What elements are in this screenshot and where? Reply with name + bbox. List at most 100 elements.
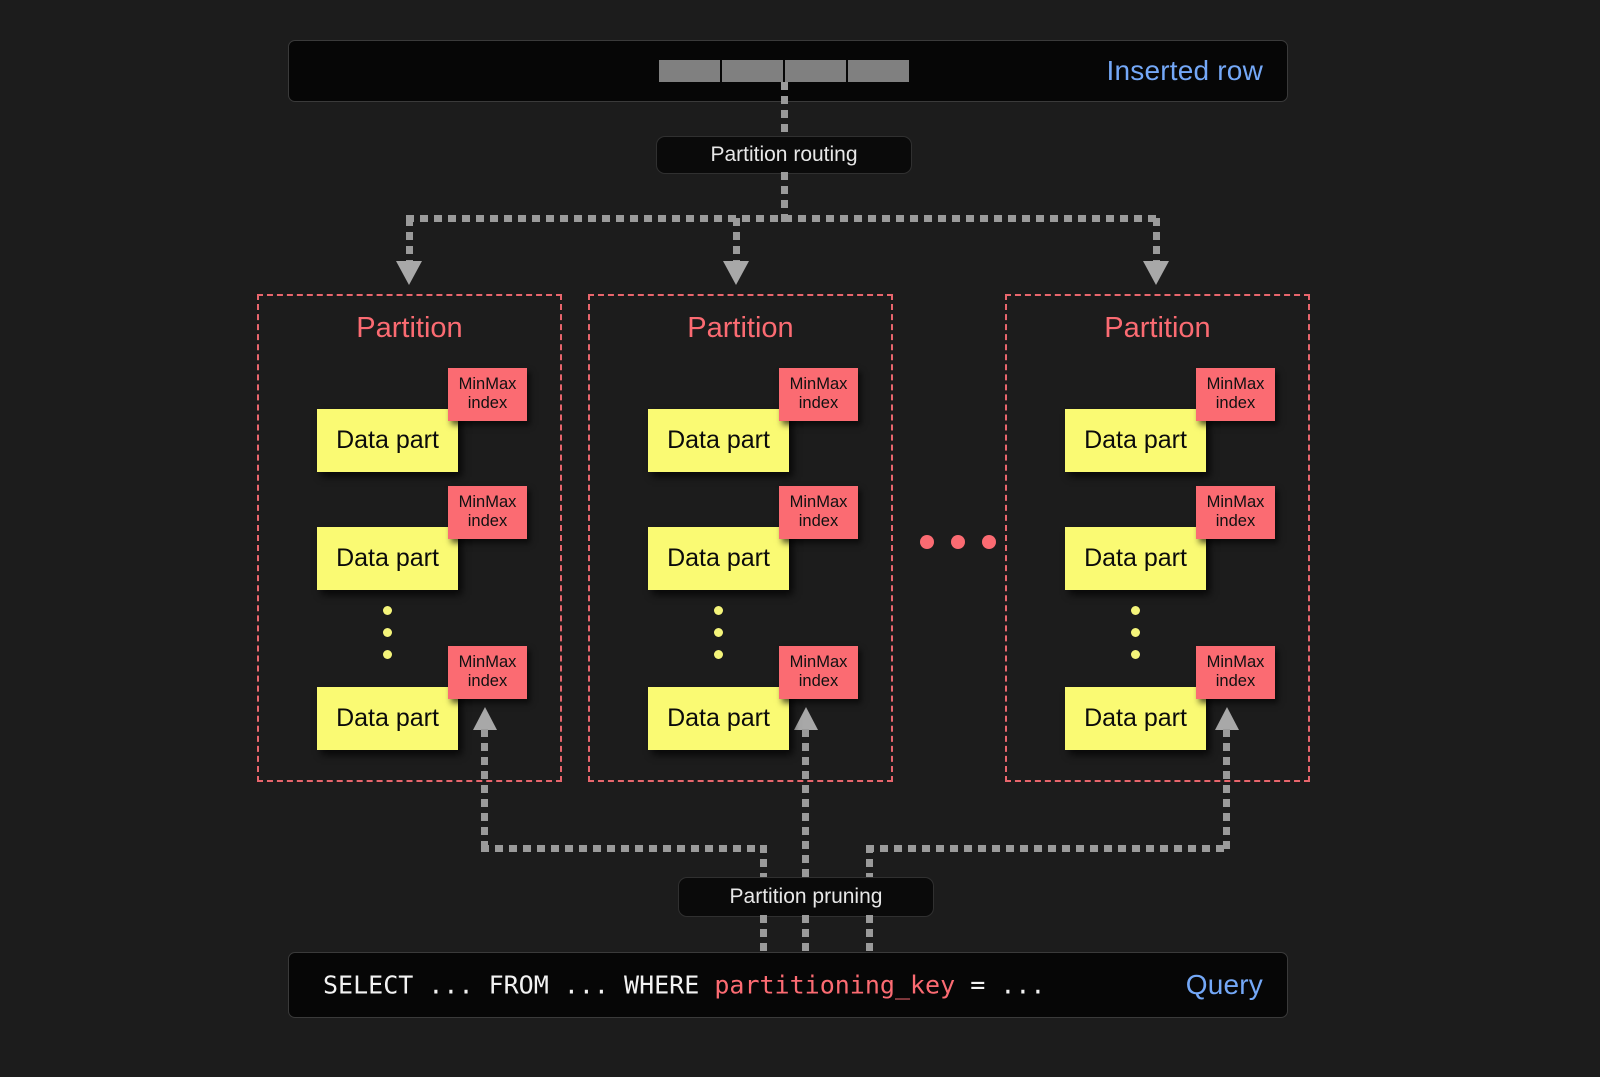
connector-partition-3-down <box>1223 729 1230 849</box>
partition-box-2: Partition MinMax index Data part MinMax … <box>588 294 893 782</box>
minmax-index-box: MinMax index <box>779 368 858 421</box>
ellipsis-dot <box>951 535 965 549</box>
query-prefix: SELECT ... FROM ... WHERE <box>323 970 715 1000</box>
minmax-index-line2: index <box>467 394 508 412</box>
partition-pruning-box: Partition pruning <box>678 877 934 917</box>
connector-pruning-right-down <box>866 845 873 881</box>
minmax-index-line2: index <box>467 672 508 690</box>
data-part-group: MinMax index Data part <box>317 646 547 756</box>
minmax-index-box: MinMax index <box>448 486 527 539</box>
connector-partition-2-down <box>802 729 809 879</box>
vertical-ellipsis-dots <box>383 606 393 672</box>
minmax-index-box: MinMax index <box>1196 368 1275 421</box>
partition-pruning-label: Partition pruning <box>729 885 883 908</box>
data-part-box: Data part <box>648 409 789 472</box>
minmax-index-line1: MinMax <box>1206 653 1265 671</box>
data-part-group: MinMax index Data part <box>1065 646 1295 756</box>
ellipsis-dot <box>1131 628 1140 637</box>
connector-row-to-routing <box>781 82 788 140</box>
connector-bus-to-partition-2 <box>733 218 740 265</box>
data-part-box: Data part <box>1065 687 1206 750</box>
minmax-index-line2: index <box>1215 672 1256 690</box>
minmax-index-box: MinMax index <box>779 646 858 699</box>
arrow-from-partition-2 <box>794 707 818 730</box>
inserted-row-cells <box>659 60 909 82</box>
connector-fanout-bus <box>406 215 1160 222</box>
arrow-into-partition-2 <box>723 261 749 285</box>
connector-pruning-left-down <box>760 845 767 881</box>
partition-routing-box: Partition routing <box>656 136 912 174</box>
minmax-index-box: MinMax index <box>1196 646 1275 699</box>
arrow-from-partition-1 <box>473 707 497 730</box>
data-part-box: Data part <box>1065 409 1206 472</box>
minmax-index-line2: index <box>1215 512 1256 530</box>
ellipsis-dot <box>714 650 723 659</box>
data-part-group: MinMax index Data part <box>648 486 878 596</box>
connector-pruning-to-query-3 <box>866 915 873 953</box>
query-text: SELECT ... FROM ... WHERE partitioning_k… <box>323 971 1045 1000</box>
connector-bus-to-partition-3 <box>1153 218 1160 265</box>
data-part-box: Data part <box>317 527 458 590</box>
minmax-index-box: MinMax index <box>448 646 527 699</box>
ellipsis-dot <box>1131 650 1140 659</box>
minmax-index-line1: MinMax <box>789 653 848 671</box>
row-cell <box>722 60 783 82</box>
connector-routing-to-bus <box>781 172 788 222</box>
minmax-index-box: MinMax index <box>448 368 527 421</box>
ellipsis-dot <box>714 606 723 615</box>
minmax-index-line2: index <box>798 672 839 690</box>
minmax-index-line1: MinMax <box>1206 375 1265 393</box>
data-part-group: MinMax index Data part <box>317 368 547 478</box>
minmax-index-line1: MinMax <box>458 493 517 511</box>
ellipsis-dot <box>982 535 996 549</box>
data-part-box: Data part <box>1065 527 1206 590</box>
partition-title: Partition <box>687 312 794 344</box>
connector-pruning-bus-right <box>866 845 1230 852</box>
partition-box-3: Partition MinMax index Data part MinMax … <box>1005 294 1310 782</box>
minmax-index-box: MinMax index <box>1196 486 1275 539</box>
partition-routing-label: Partition routing <box>710 143 858 166</box>
data-part-group: MinMax index Data part <box>648 646 878 756</box>
connector-bus-to-partition-1 <box>406 218 413 265</box>
arrow-from-partition-3 <box>1215 707 1239 730</box>
query-bar: SELECT ... FROM ... WHERE partitioning_k… <box>288 952 1288 1018</box>
minmax-index-line1: MinMax <box>458 653 517 671</box>
ellipsis-dot <box>714 628 723 637</box>
ellipsis-dot <box>1131 606 1140 615</box>
query-suffix: = ... <box>955 970 1046 1000</box>
ellipsis-dot <box>383 606 392 615</box>
data-part-box: Data part <box>648 527 789 590</box>
ellipsis-dot <box>920 535 934 549</box>
minmax-index-line1: MinMax <box>789 493 848 511</box>
query-label: Query <box>1185 969 1263 1000</box>
minmax-index-line2: index <box>798 512 839 530</box>
connector-pruning-to-query-1 <box>760 915 767 953</box>
partition-title: Partition <box>356 312 463 344</box>
row-cell <box>659 60 720 82</box>
data-part-group: MinMax index Data part <box>1065 368 1295 478</box>
inserted-row-bar: Inserted row <box>288 40 1288 102</box>
data-part-box: Data part <box>317 687 458 750</box>
row-cell <box>785 60 846 82</box>
partitions-ellipsis <box>920 535 996 549</box>
data-part-group: MinMax index Data part <box>1065 486 1295 596</box>
arrow-into-partition-3 <box>1143 261 1169 285</box>
minmax-index-line2: index <box>798 394 839 412</box>
minmax-index-line1: MinMax <box>1206 493 1265 511</box>
data-part-box: Data part <box>648 687 789 750</box>
minmax-index-line1: MinMax <box>789 375 848 393</box>
connector-partition-1-down <box>481 729 488 849</box>
ellipsis-dot <box>383 650 392 659</box>
minmax-index-box: MinMax index <box>779 486 858 539</box>
partition-title: Partition <box>1104 312 1211 344</box>
connector-pruning-to-query-2 <box>802 915 809 953</box>
inserted-row-label: Inserted row <box>1106 55 1263 86</box>
query-partitioning-key: partitioning_key <box>714 970 956 1000</box>
partition-box-1: Partition MinMax index Data part MinMax … <box>257 294 562 782</box>
minmax-index-line2: index <box>467 512 508 530</box>
vertical-ellipsis-dots <box>714 606 724 672</box>
data-part-box: Data part <box>317 409 458 472</box>
ellipsis-dot <box>383 628 392 637</box>
arrow-into-partition-1 <box>396 261 422 285</box>
